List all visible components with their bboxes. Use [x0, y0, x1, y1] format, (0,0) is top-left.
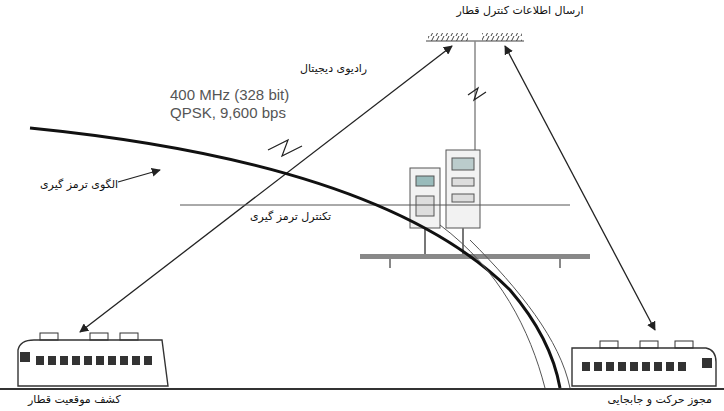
train-window: [582, 362, 590, 371]
radio-zigzag: [268, 140, 302, 156]
train-window: [132, 356, 140, 365]
train-window: [84, 356, 92, 365]
train-right: [572, 341, 716, 386]
antenna: [426, 33, 524, 150]
radio-zigzag: [468, 88, 486, 100]
caption-label: مجوز حرکت و جابجایی: [607, 393, 712, 407]
train-window: [144, 356, 152, 365]
train-left: [18, 333, 168, 386]
train-window: [606, 362, 614, 371]
caption-label: رادیوی دیجیتال: [300, 62, 367, 76]
caption-label: کشف موقعیت قطار: [28, 393, 121, 407]
train-window: [48, 356, 56, 365]
train-window: [96, 356, 104, 365]
train-window: [642, 362, 650, 371]
caption-label: الگوی ترمز گیری: [40, 178, 118, 192]
train-windows: [36, 356, 686, 371]
train-window: [666, 362, 674, 371]
train-window: [108, 356, 116, 365]
leader-arrow: [118, 170, 160, 182]
caption-label: تکنترل ترمز گیری: [250, 210, 331, 224]
train-window: [36, 356, 44, 365]
train-window: [630, 362, 638, 371]
control-cabinets: [360, 150, 590, 268]
radio-spec: 400 MHz (328 bit) QPSK, 9,600 bps: [170, 86, 320, 122]
radio-link: [505, 46, 655, 330]
train-window: [678, 362, 686, 371]
rail: [0, 388, 724, 390]
train-window: [594, 362, 602, 371]
train-window: [60, 356, 68, 365]
train-window: [120, 356, 128, 365]
train-window: [618, 362, 626, 371]
train-window: [654, 362, 662, 371]
caption-label: ارسال اطلاعات کنترل قطار: [457, 4, 584, 18]
radio-link: [80, 46, 452, 332]
train-window: [72, 356, 80, 365]
braking-curve: [470, 240, 570, 388]
